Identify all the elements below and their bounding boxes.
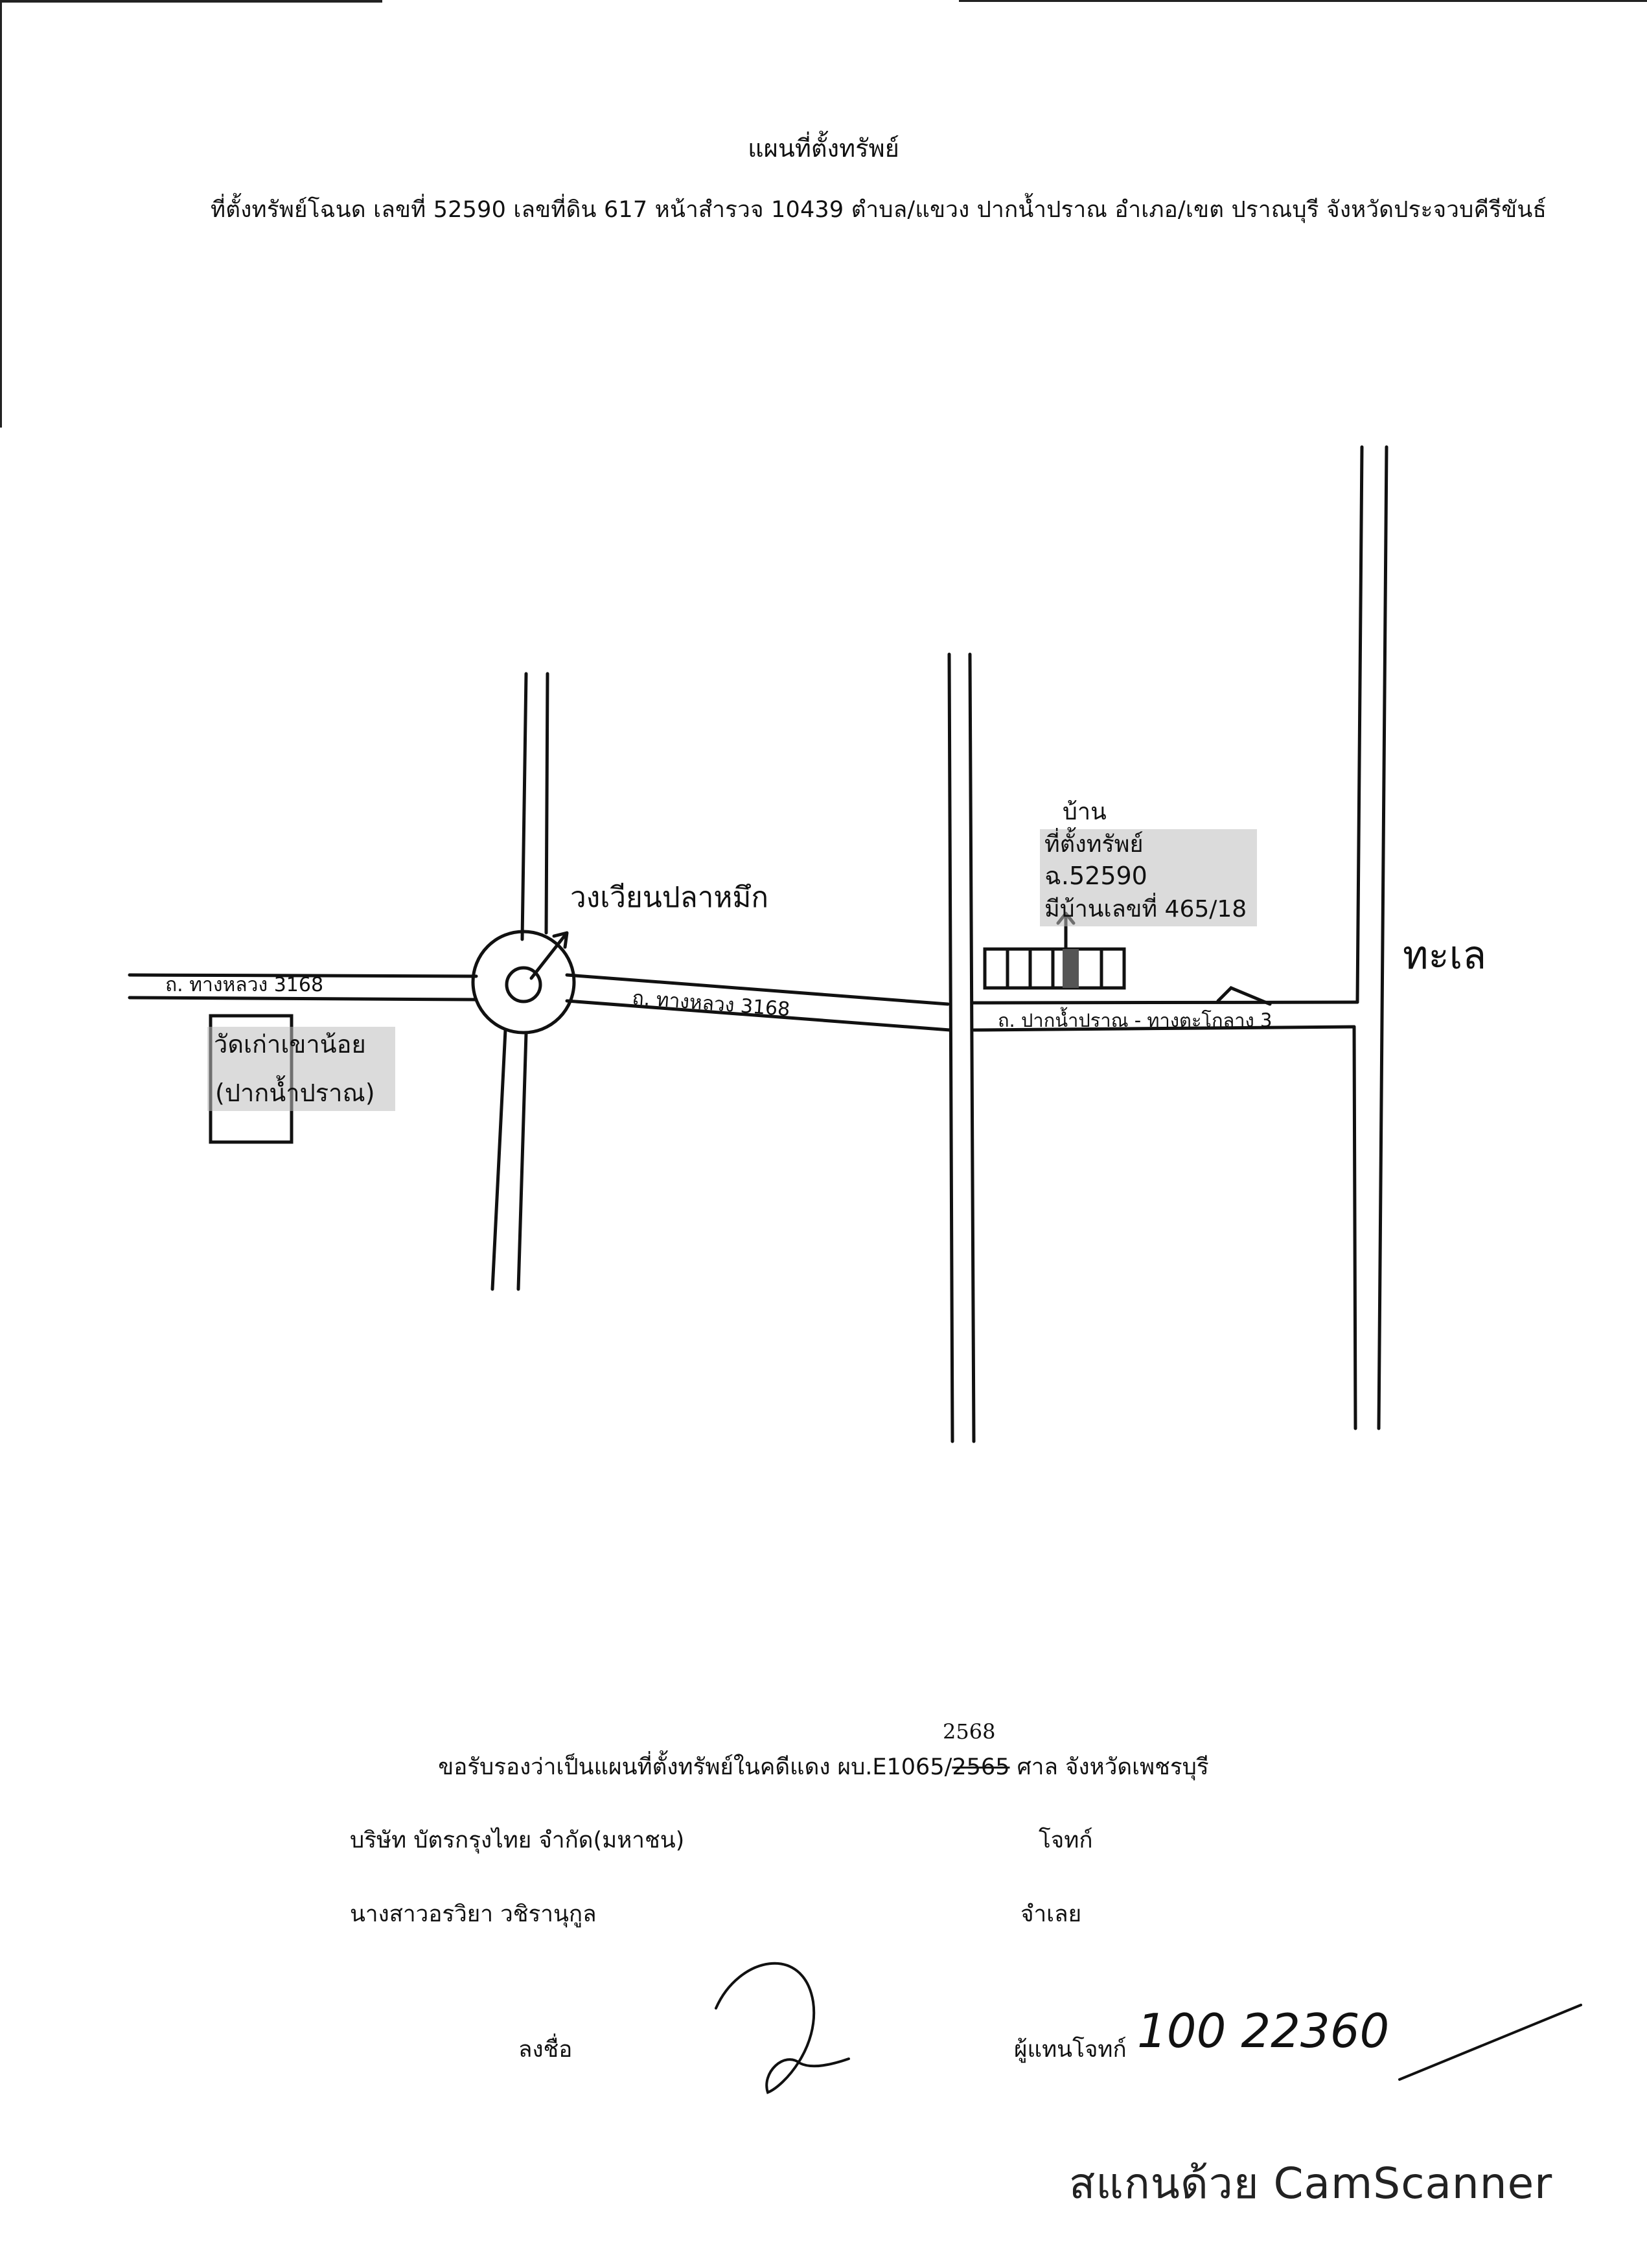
handwritten-code: 100 22360	[1137, 2004, 1389, 2058]
road-horizontal-mid-bottom	[565, 999, 952, 1032]
roundabout-outer	[471, 930, 576, 1035]
property-note-top: บ้าน	[1063, 799, 1107, 825]
scan-edge-top-right	[959, 0, 1647, 2]
road-left-vertical-bottom	[490, 1028, 507, 1291]
plaintiff-role: โจทก์	[1039, 1827, 1093, 1853]
roundabout-arrow	[529, 931, 569, 980]
road-horizontal-mid-top	[565, 973, 950, 1006]
certification-prefix: ขอรับรองว่าเป็นแผนที่ตั้งทรัพย์ในคดีแดง …	[438, 1754, 952, 1780]
road-right-vertical-a	[1355, 445, 1364, 1004]
road-right-vertical-b	[1377, 445, 1388, 1430]
road-horizontal-right-top	[970, 1000, 1359, 1005]
property-label-highlight	[1040, 829, 1257, 926]
road-left-vertical-top-b	[544, 672, 549, 935]
right-road-arrow	[1216, 986, 1272, 1006]
signature-mark	[715, 1962, 850, 2094]
certification-suffix: ศาล จังหวัดเพชรบุรี	[1009, 1754, 1209, 1780]
road-horizontal-right-bottom	[972, 1025, 1356, 1032]
signature-underline	[1398, 2004, 1582, 2081]
representative-label: ผู้แทนโจทก์	[1014, 2037, 1127, 2063]
year-correction: 2568	[943, 1719, 996, 1744]
roundabout-inner	[505, 966, 542, 1003]
road-horizontal-left-top	[128, 973, 478, 978]
property-label-line3: มีบ้านเลขที่ 465/18	[1044, 893, 1247, 922]
road-right-vertical-c	[1352, 1025, 1357, 1430]
defendant-role: จำเลย	[1020, 1901, 1082, 1927]
property-hatched-unit	[1063, 949, 1079, 988]
road-left-vertical-bottom-b	[516, 1031, 528, 1291]
camscanner-watermark: สแกนด้วย CamScanner	[1069, 2159, 1553, 2208]
sign-label: ลงชื่อ	[518, 2037, 573, 2063]
road-label-right: ถ. ปากน้ำปราณ - ทางตะโกลาง 3	[998, 1007, 1272, 1031]
temple-label-line2: (ปากน้ำปราณ)	[215, 1075, 375, 1107]
road-mid-vertical-a	[947, 652, 954, 1443]
property-row-dividers	[1006, 947, 1103, 990]
document-title: แผนที่ตั้งทรัพย์	[748, 134, 899, 163]
property-label-line1: ที่ตั้งทรัพย์	[1044, 827, 1144, 858]
scan-edge-left	[0, 0, 2, 428]
certification-statement: ขอรับรองว่าเป็นแผนที่ตั้งทรัพย์ในคดีแดง …	[0, 1749, 1647, 1785]
road-horizontal-left-bottom	[128, 996, 478, 1002]
document-subtitle: ที่ตั้งทรัพย์โฉนด เลขที่ 52590 เลขที่ดิน…	[211, 197, 1547, 223]
temple-label-highlight	[207, 1027, 395, 1111]
road-left-vertical-top	[520, 672, 528, 941]
road-mid-vertical-b	[968, 652, 976, 1443]
road-label-left: ถ. ทางหลวง 3168	[165, 974, 323, 996]
temple-label-line1: วัดเก่าเขาน้อย	[214, 1030, 366, 1059]
defendant-name: นางสาวอรวิยา วชิรานุกูล	[350, 1901, 597, 1927]
property-label-line2: ฉ.52590	[1044, 862, 1147, 890]
sea-label: ทะเล	[1403, 933, 1486, 978]
scan-edge-top-left	[0, 0, 382, 3]
plaintiff-name: บริษัท บัตรกรุงไทย จำกัด(มหาชน)	[350, 1827, 685, 1853]
certification-year-struck: 2565	[952, 1754, 1010, 1780]
roundabout-label: วงเวียนปลาหมึก	[570, 881, 768, 914]
